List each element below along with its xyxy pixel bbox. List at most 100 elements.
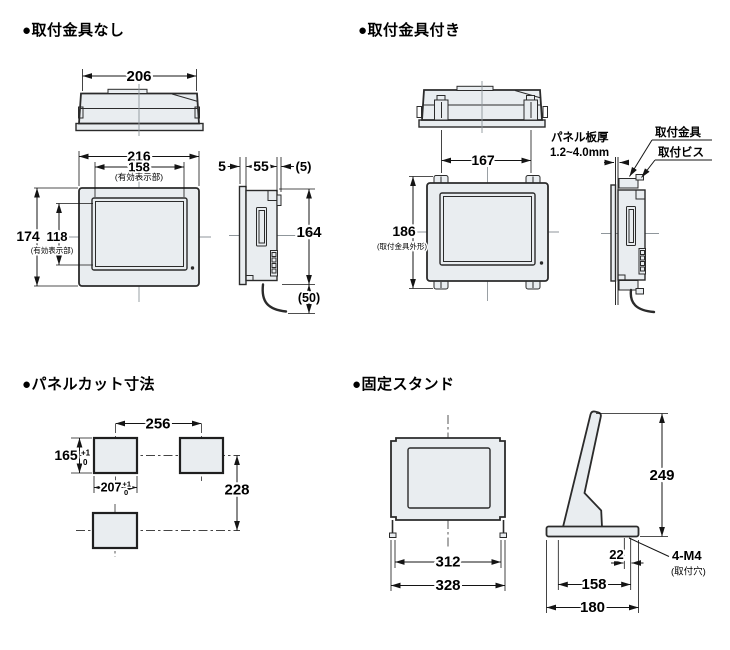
heading-with-bracket: ●取付金具付き xyxy=(358,22,461,39)
dim-164: 164 xyxy=(279,188,324,285)
screw-bottom xyxy=(635,288,644,295)
card-slot xyxy=(626,206,636,246)
svg-text:(取付金具外形): (取付金具外形) xyxy=(377,241,427,251)
dim-label: 206 xyxy=(126,68,151,85)
svg-text:216: 216 xyxy=(127,148,151,164)
callout-screw: 取付ビス xyxy=(641,143,712,178)
svg-text:174: 174 xyxy=(16,228,40,244)
top-view xyxy=(75,84,204,136)
svg-text:158: 158 xyxy=(581,576,606,593)
svg-text:(5): (5) xyxy=(296,159,312,174)
dim-174: 174 xyxy=(14,187,78,287)
stand-panel-inner xyxy=(407,447,491,509)
indicator-led xyxy=(190,266,195,270)
heading-stand: ●固定スタンド xyxy=(352,376,455,393)
dim-228: 228 xyxy=(222,455,252,531)
svg-text:(有効表示部): (有効表示部) xyxy=(115,172,163,182)
screen-frame xyxy=(91,197,188,271)
svg-text:取付金具: 取付金具 xyxy=(655,125,701,139)
section-no-bracket: 206 216 158 (有効表示部) xyxy=(14,66,324,314)
dim-165: 165 +1 0 xyxy=(52,437,92,474)
dim-50: (50) xyxy=(288,284,322,314)
dim-186: 186 (取付金具外形) xyxy=(376,176,433,289)
dim-167: 167 xyxy=(441,130,532,173)
front-view xyxy=(415,167,559,301)
svg-text:118: 118 xyxy=(47,229,68,244)
svg-text:+1: +1 xyxy=(123,480,132,489)
dim-328: 328 xyxy=(390,540,506,596)
top-view xyxy=(416,81,548,133)
bracket-bottom xyxy=(618,280,639,291)
stand-panel xyxy=(390,437,506,521)
dim-256: 256 xyxy=(115,413,202,435)
dim-207: 207 +1 0 xyxy=(93,476,138,499)
svg-text:0: 0 xyxy=(124,488,128,497)
dim-249: 249 xyxy=(596,413,677,537)
screen-frame xyxy=(439,192,536,266)
cutout-1 xyxy=(92,436,139,475)
dim-206: 206 xyxy=(82,66,197,91)
heading-no-bracket: ●取付金具なし xyxy=(22,22,125,39)
svg-text:(50): (50) xyxy=(298,291,320,305)
svg-text:5: 5 xyxy=(218,158,226,174)
side-view xyxy=(229,185,296,313)
svg-text:328: 328 xyxy=(435,577,460,594)
dim-312: 312 xyxy=(394,540,502,573)
screw-top xyxy=(635,174,644,181)
bracket-top xyxy=(618,178,639,189)
svg-text:(有効表示部): (有効表示部) xyxy=(31,245,74,255)
stand-foot xyxy=(499,532,507,538)
side-bezel xyxy=(238,185,247,286)
svg-text:228: 228 xyxy=(224,482,249,499)
side-view xyxy=(601,157,659,314)
svg-text:186: 186 xyxy=(392,223,416,239)
front-view xyxy=(67,162,211,302)
section-stand: 312 328 249 xyxy=(389,410,707,618)
svg-text:+1: +1 xyxy=(81,449,91,458)
stand-base xyxy=(545,525,640,538)
stand-front-view xyxy=(389,415,507,549)
svg-text:164: 164 xyxy=(296,224,322,241)
svg-text:158: 158 xyxy=(128,160,150,175)
side-bezel xyxy=(610,184,617,282)
svg-text:207: 207 xyxy=(101,481,122,495)
callout-mount-hole: 4-M4 (取付穴) xyxy=(628,537,707,579)
heading-panel-cut: ●パネルカット寸法 xyxy=(22,376,156,393)
svg-text:4-M4: 4-M4 xyxy=(672,548,702,563)
indicator-led xyxy=(539,261,544,265)
dim-158: 158 (有効表示部) xyxy=(94,157,185,197)
dim-216: 216 xyxy=(78,146,200,186)
svg-text:165: 165 xyxy=(54,447,78,463)
stand-foot xyxy=(389,532,397,538)
cutout-2 xyxy=(178,436,225,475)
stand-side-view xyxy=(545,410,640,538)
svg-text:パネル板厚: パネル板厚 xyxy=(551,130,609,144)
svg-text:55: 55 xyxy=(253,158,269,174)
callout-panel-thickness: パネル板厚 1.2~4.0mm xyxy=(548,128,629,166)
svg-text:取付ビス: 取付ビス xyxy=(658,145,704,159)
cutout-3 xyxy=(91,511,139,550)
display-area xyxy=(443,196,532,262)
svg-text:0: 0 xyxy=(83,458,88,467)
svg-text:256: 256 xyxy=(145,416,170,433)
svg-text:312: 312 xyxy=(435,554,460,571)
dim-118: 118 (有効表示部) xyxy=(29,203,93,266)
section-with-bracket: 167 xyxy=(376,81,712,314)
svg-text:180: 180 xyxy=(580,599,605,616)
dim-22: 22 xyxy=(607,538,644,590)
svg-text:1.2~4.0mm: 1.2~4.0mm xyxy=(550,147,609,159)
svg-text:(取付穴): (取付穴) xyxy=(671,566,706,578)
top-tab xyxy=(107,88,148,95)
dim-158: 158 xyxy=(557,540,631,595)
dim-5-55-5: 5 55 (5) xyxy=(216,156,314,192)
cable xyxy=(261,283,288,313)
dim-180: 180 xyxy=(546,540,639,618)
svg-text:22: 22 xyxy=(609,547,623,562)
top-flange xyxy=(75,122,204,132)
stand-arm xyxy=(561,410,603,528)
section-panel-cut: 256 165 +1 0 207 +1 0 228 xyxy=(52,413,252,557)
display-area xyxy=(95,201,184,267)
callout-bracket: 取付金具 xyxy=(629,123,712,177)
